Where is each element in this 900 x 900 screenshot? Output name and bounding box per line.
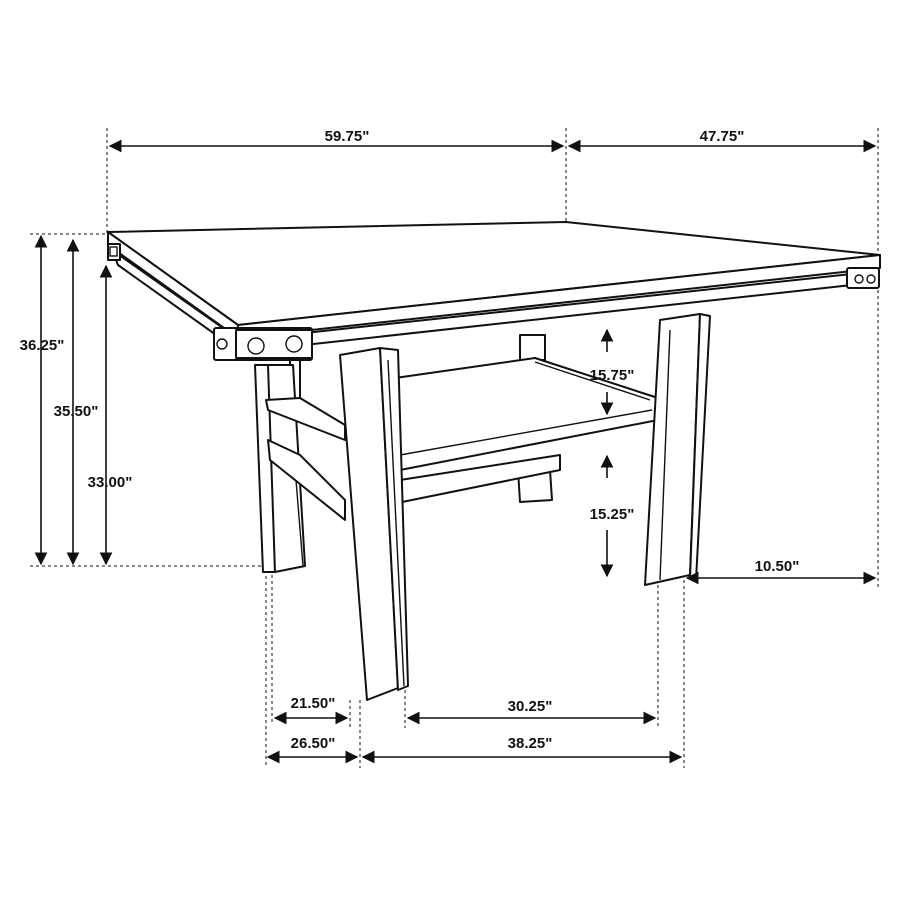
corner-bracket-front <box>213 327 313 361</box>
dimension-labels: 59.75" 47.75" 36.25" 35.50" 33.00" 15.75… <box>20 128 800 752</box>
label-top-height: 36.25" <box>20 337 65 354</box>
label-side-overhang: 10.50" <box>755 558 800 575</box>
table-drawing <box>107 221 881 701</box>
label-overall-length: 59.75" <box>325 128 370 145</box>
label-front-inner-span: 30.25" <box>508 698 553 715</box>
label-leg-inner-span: 21.50" <box>291 695 336 712</box>
label-under-top-height: 35.50" <box>54 403 99 420</box>
dimension-lines <box>34 139 877 764</box>
label-shelf-height: 15.25" <box>590 506 635 523</box>
label-shelf-gap: 15.75" <box>590 367 635 384</box>
label-apron-height: 33.00" <box>88 474 133 491</box>
corner-bracket-left <box>107 243 121 261</box>
label-front-outer-span: 38.25" <box>508 735 553 752</box>
extension-lines <box>30 128 879 768</box>
label-overall-width: 47.75" <box>700 128 745 145</box>
corner-bracket-right <box>846 267 880 289</box>
label-leg-outer-span: 26.50" <box>291 735 336 752</box>
